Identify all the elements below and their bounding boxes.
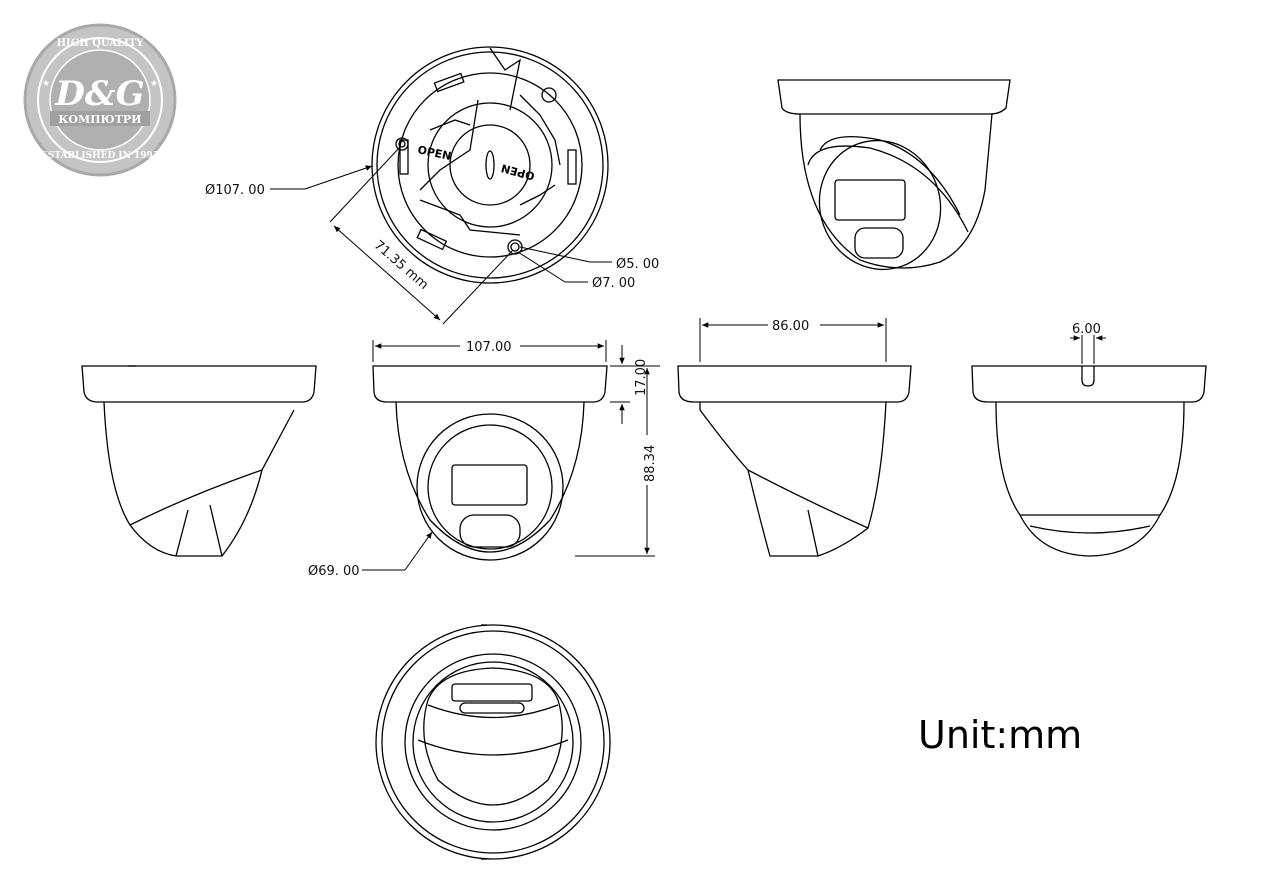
logo-top-text: HIGH QUALITY	[57, 38, 145, 49]
dim-holes	[517, 246, 612, 283]
camera-front-view	[372, 365, 608, 561]
svg-text:★: ★	[42, 79, 50, 89]
camera-perspective-view	[777, 79, 1011, 271]
logo-bottom-text: ESTABLISHED IN 1992	[41, 151, 159, 161]
camera-side-view-right	[677, 365, 912, 557]
dim-lens-diameter-label: Ø69. 00	[308, 564, 360, 579]
mounting-base-view	[371, 46, 609, 284]
logo-middle-text: КОМПЮТРИ	[58, 113, 141, 126]
dim-slot-width	[1070, 335, 1106, 364]
camera-top-view	[375, 624, 611, 860]
dim-hole-small-label: Ø5. 00	[616, 257, 659, 272]
open-label-right: OPEN	[500, 161, 536, 182]
logo-stamp: D&G КОМПЮТРИ HIGH QUALITY ESTABLISHED IN…	[23, 23, 177, 177]
dim-mount-spacing-label: 71.35 mm	[371, 238, 431, 293]
dim-hole-large-label: Ø7. 00	[592, 276, 635, 291]
camera-back-view	[971, 365, 1207, 557]
camera-side-view-left	[81, 365, 317, 557]
open-label-left: OPEN	[416, 143, 452, 163]
dim-base-height	[610, 345, 660, 424]
dim-mount-spacing	[329, 146, 514, 325]
dim-total-height-label: 88.34	[643, 445, 658, 482]
dim-width-side-label: 86.00	[772, 319, 809, 334]
logo-brand-text: D&G	[54, 74, 144, 114]
dim-lens-diameter	[362, 531, 433, 571]
svg-text:★: ★	[150, 79, 158, 89]
unit-label: Unit:mm	[918, 713, 1082, 757]
dim-slot-width-label: 6.00	[1072, 322, 1101, 337]
dim-outer-diameter	[270, 165, 373, 190]
dim-width-front-label: 107.00	[466, 340, 512, 355]
dim-outer-diameter-label: Ø107. 00	[205, 183, 265, 198]
